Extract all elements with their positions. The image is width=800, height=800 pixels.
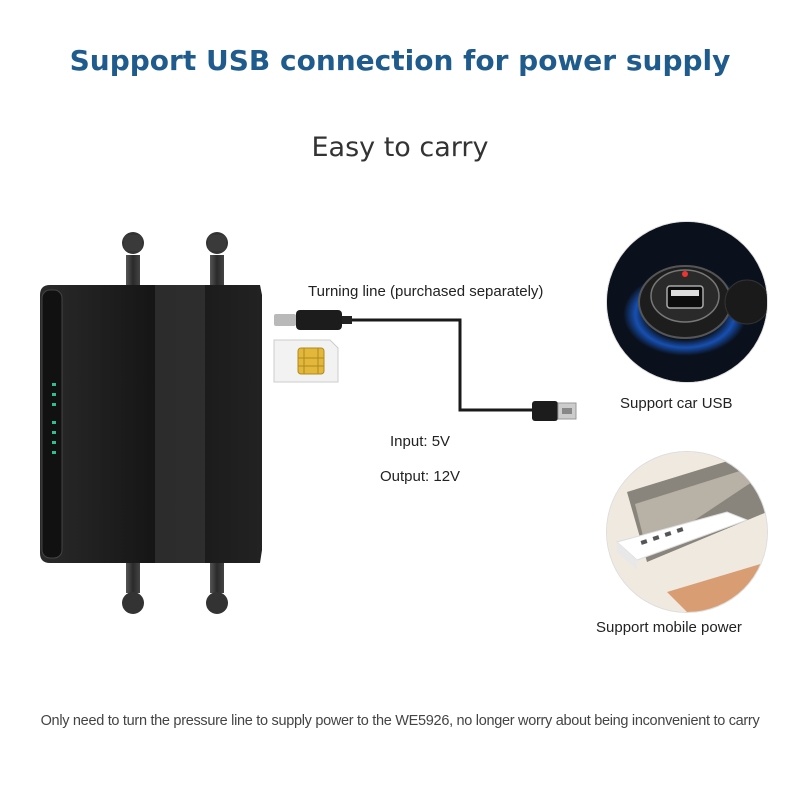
output-spec: Output: 12V xyxy=(380,468,461,485)
footer-note: Only need to turn the pressure line to s… xyxy=(40,713,760,729)
sim-card-image xyxy=(273,339,339,383)
feature-mobile-power-label: Support mobile power xyxy=(596,619,742,636)
page-subtitle: Easy to carry xyxy=(311,132,489,163)
status-leds xyxy=(52,383,56,454)
antenna-bottom-right xyxy=(206,563,228,614)
antenna-top-left xyxy=(122,232,144,285)
antenna-bottom-left xyxy=(122,563,144,614)
cable-label: Turning line (purchased separately) xyxy=(308,283,544,300)
power-bank-photo xyxy=(607,452,767,612)
antenna-top-right xyxy=(206,232,228,285)
usb-cable-image xyxy=(274,310,577,421)
car-usb-photo xyxy=(607,222,767,382)
input-spec: Input: 5V xyxy=(390,433,451,450)
router-image xyxy=(40,232,262,614)
page-title: Support USB connection for power supply xyxy=(69,44,731,77)
feature-car-usb-label: Support car USB xyxy=(620,395,733,412)
power-bank-icon xyxy=(607,452,767,612)
car-usb-socket-icon xyxy=(607,222,767,382)
